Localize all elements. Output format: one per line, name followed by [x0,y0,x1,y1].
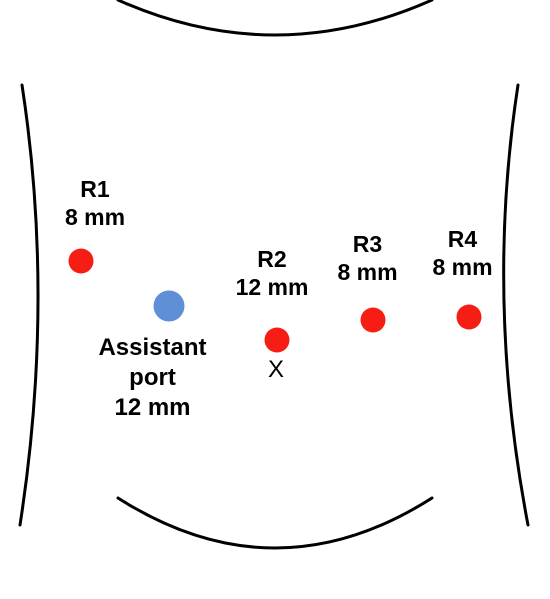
upper-rib-curve [116,0,434,37]
port-name-line1: Assistant [98,334,207,361]
lower-pelvic-curve [116,496,434,550]
port-label-r3: R3 8 mm [320,230,415,286]
port-dot-assistant [153,290,185,322]
port-size: 12 mm [235,274,309,300]
port-label-assistant: Assistant port 12 mm [80,333,225,423]
right-flank-curve [502,83,530,527]
port-label-r2: R2 12 mm [217,245,327,301]
port-name: R1 [80,176,110,202]
port-name-line2: port [129,364,176,391]
port-dot-r2 [264,327,290,353]
port-size: 8 mm [337,259,398,285]
port-label-r4: R4 8 mm [415,225,510,281]
port-label-r1: R1 8 mm [50,175,140,231]
reference-x-marker: X [268,356,285,383]
port-size: 12 mm [114,394,191,421]
port-name: R4 [447,226,478,252]
port-size: 8 mm [432,254,493,280]
port-name: R2 [257,246,287,272]
port-dot-r1 [68,248,94,274]
port-size: 8 mm [64,204,126,230]
port-name: R3 [352,231,383,257]
left-flank-curve [18,83,40,527]
port-dot-r4 [456,304,482,330]
port-dot-r3 [360,307,386,333]
